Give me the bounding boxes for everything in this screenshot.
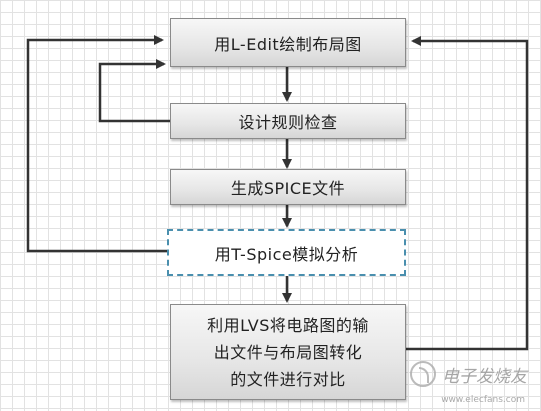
watermark: 电子发烧友: [410, 361, 527, 387]
node-tspice: 用T-Spice模拟分析: [167, 229, 406, 276]
watermark-url: www.elecfans.com: [441, 395, 525, 405]
node-layout: 用L-Edit绘制布局图: [170, 18, 406, 67]
feedback-tspice-to-layout: [26, 35, 168, 253]
watermark-text: 电子发烧友: [442, 366, 527, 387]
feedback-drc-to-layout: [98, 59, 170, 123]
feedback-lvs-to-layout: [405, 36, 529, 351]
watermark-logo-icon: [410, 361, 436, 387]
node-drc: 设计规则检查: [170, 103, 406, 139]
node-spice: 生成SPICE文件: [170, 169, 406, 205]
node-lvs: 利用LVS将电路图的输 出文件与布局图转化 的文件进行对比: [170, 304, 406, 400]
